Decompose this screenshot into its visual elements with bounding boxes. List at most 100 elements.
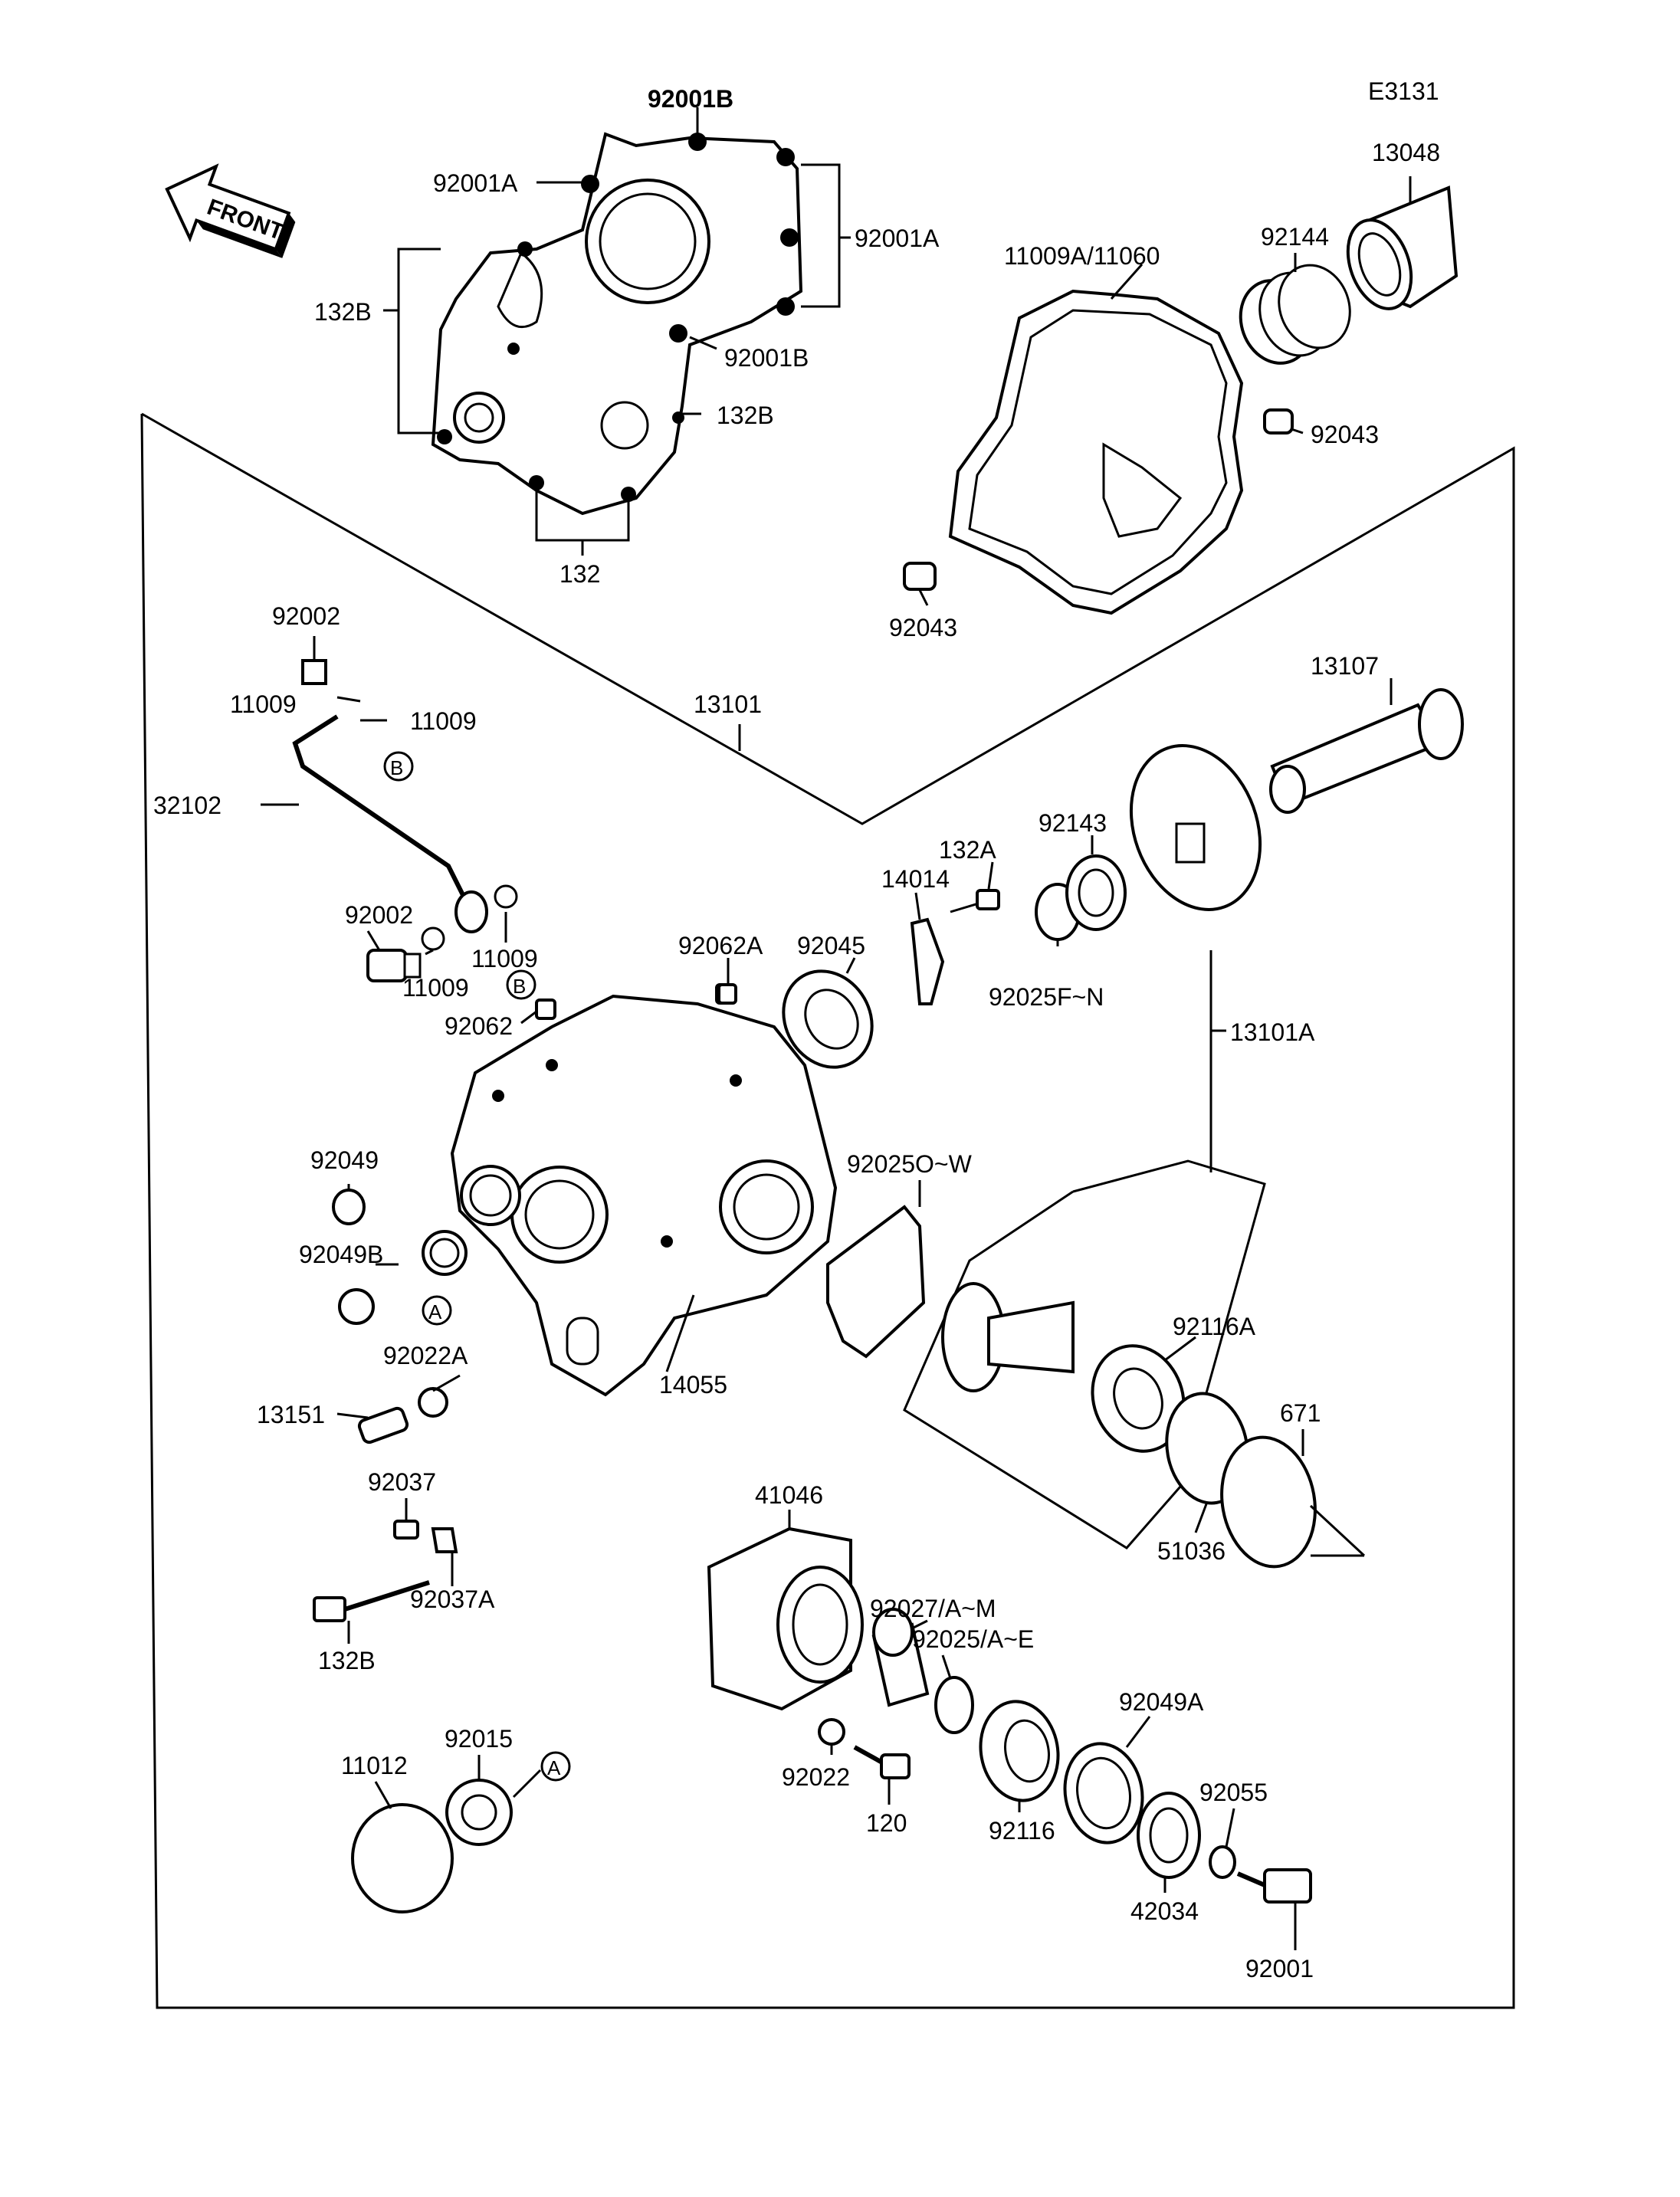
label-92043-right: 92043 (1311, 421, 1379, 448)
label-92025O-W: 92025O~W (847, 1150, 973, 1178)
clip-92037 (393, 1520, 419, 1540)
label-92144: 92144 (1261, 223, 1329, 251)
label-132B-mid: 132B (717, 402, 774, 429)
label-92037A: 92037A (410, 1585, 495, 1613)
label-13101: 13101 (694, 690, 762, 718)
label-92027-A-M: 92027/A~M (870, 1595, 996, 1622)
pinion-group-outline (903, 1159, 1266, 1549)
label-14055: 14055 (659, 1371, 727, 1399)
label-92062A: 92062A (678, 932, 763, 959)
bearing-92116 (979, 1700, 1060, 1802)
label-32102: 32102 (153, 792, 221, 819)
label-671: 671 (1280, 1399, 1321, 1427)
collar-92027 (871, 1608, 930, 1707)
label-11009A-11060: 11009A/11060 (1004, 242, 1160, 270)
label-42034: 42034 (1130, 1897, 1199, 1925)
housing-41046 (707, 1526, 864, 1711)
label-92025F-N: 92025F~N (989, 983, 1104, 1011)
label-92049A: 92049A (1119, 1688, 1204, 1716)
marker-B1: B (383, 751, 414, 782)
label-92022A: 92022A (383, 1342, 468, 1369)
marker-A2: A (540, 1751, 571, 1782)
label-14014: 14014 (881, 865, 950, 893)
gasket-part (948, 289, 1244, 615)
label-92001A-right: 92001A (855, 225, 940, 252)
marker-A1: A (422, 1295, 452, 1326)
bracket-14014 (910, 889, 1000, 1005)
oring-671 (1220, 1435, 1317, 1569)
shaft-13107 (1269, 688, 1464, 814)
bearing-92045 (782, 969, 874, 1069)
label-92062: 92062 (445, 1012, 513, 1040)
front-arrow-icon: FRONT (165, 163, 296, 258)
label-92002-mid: 92002 (345, 901, 413, 929)
plug-13151 (357, 1406, 409, 1444)
label-132A: 132A (939, 836, 996, 864)
svg-text:B: B (513, 975, 526, 998)
label-92001B-mid: 92001B (724, 344, 809, 372)
label-13048: 13048 (1372, 139, 1440, 166)
cap-11012 (351, 1803, 454, 1913)
gasket-92025OW (826, 1205, 926, 1359)
bolt-92001 (1236, 1868, 1312, 1904)
label-92049B: 92049B (299, 1241, 383, 1268)
bolt-120 (853, 1745, 911, 1779)
plug-92062A (717, 983, 737, 1005)
label-132B-left: 132B (314, 298, 372, 326)
seal-92049 (332, 1189, 366, 1225)
label-11009-b: 11009 (410, 707, 477, 735)
label-13101A: 13101A (1230, 1018, 1315, 1046)
label-132B-low: 132B (318, 1647, 376, 1674)
gear-42034 (1137, 1792, 1201, 1879)
label-132: 132 (559, 560, 600, 588)
svg-text:B: B (390, 756, 403, 779)
bearing-92116A (1091, 1344, 1186, 1453)
cover-part (431, 132, 803, 516)
shim-92025AE (934, 1676, 974, 1734)
seal-92049A (1063, 1742, 1144, 1844)
label-11009-a: 11009 (230, 690, 297, 718)
bearing-92143 (1065, 854, 1127, 931)
bolt-132B-low (313, 1580, 430, 1622)
washer-92022 (818, 1718, 845, 1746)
label-13151: 13151 (257, 1401, 325, 1428)
label-92001-low: 92001 (1245, 1955, 1314, 1982)
label-92002-top: 92002 (272, 602, 340, 630)
label-92043-left: 92043 (889, 614, 957, 641)
label-92143: 92143 (1039, 809, 1107, 837)
label-92037: 92037 (368, 1468, 436, 1496)
label-41046: 41046 (755, 1481, 823, 1509)
dowel-92043-right (1263, 408, 1294, 434)
clip-92037A (431, 1527, 458, 1553)
label-11009-c: 11009 (471, 945, 538, 972)
svg-text:A: A (547, 1756, 561, 1779)
label-51036: 51036 (1157, 1537, 1226, 1565)
spring-92144 (1239, 264, 1351, 365)
label-92025-A-E: 92025/A~E (912, 1625, 1034, 1653)
case-group-outline (140, 412, 1515, 2009)
label-92022: 92022 (782, 1763, 850, 1791)
label-92001B-top: 92001B (648, 85, 733, 113)
label-92055: 92055 (1199, 1779, 1268, 1806)
oring-92055 (1209, 1845, 1236, 1879)
svg-text:A: A (428, 1300, 442, 1323)
diagram-code: E3131 (1368, 77, 1439, 105)
dowel-92043-left (903, 562, 937, 591)
gear-ring (1129, 744, 1262, 911)
label-92049: 92049 (310, 1146, 379, 1174)
label-92001A-left: 92001A (433, 169, 518, 197)
label-92116A: 92116A (1173, 1313, 1256, 1340)
label-92045: 92045 (797, 932, 865, 959)
label-11009-d: 11009 (402, 974, 469, 1002)
label-11012: 11012 (341, 1752, 408, 1779)
label-92015: 92015 (445, 1725, 513, 1753)
part-13048 (1346, 185, 1459, 310)
case-14055 (422, 994, 838, 1397)
pinion-gear (941, 1282, 1075, 1392)
label-120: 120 (866, 1809, 907, 1837)
label-13107: 13107 (1311, 652, 1379, 680)
leader-lines (261, 107, 1412, 1950)
marker-B2: B (506, 969, 536, 1000)
label-92116: 92116 (989, 1817, 1055, 1844)
